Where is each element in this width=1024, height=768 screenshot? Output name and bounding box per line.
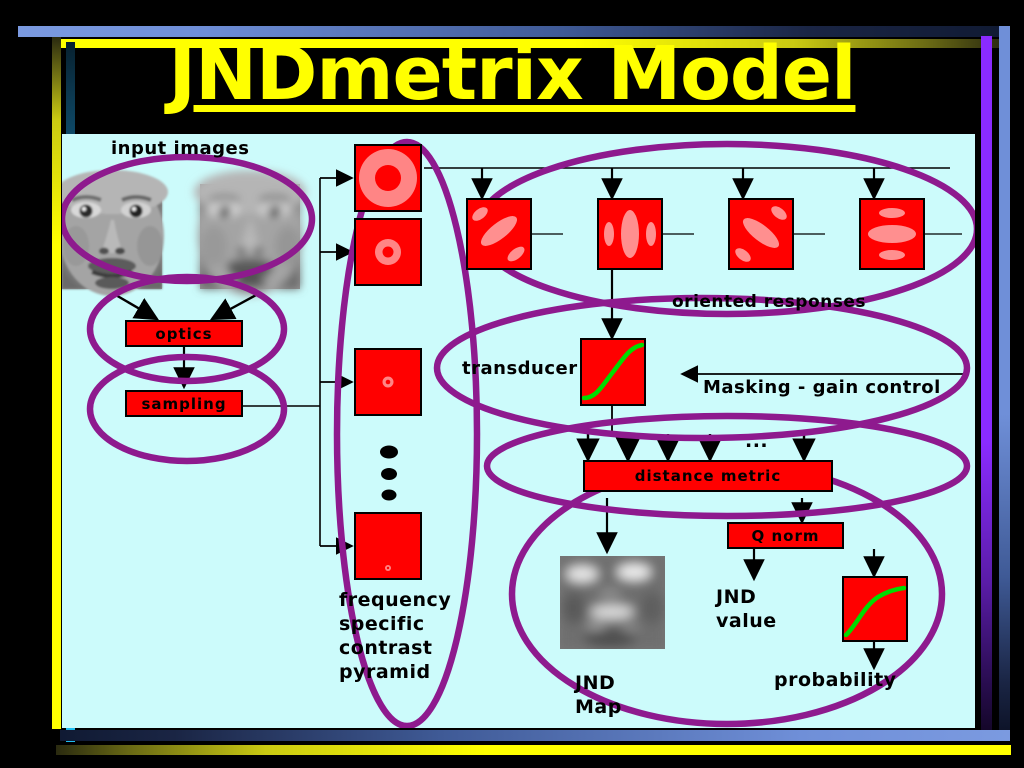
top-yellow-bar: [52, 39, 1002, 48]
oriented-response-1: [466, 198, 532, 270]
sampling-label: sampling: [141, 394, 227, 413]
pyramid-level-1: [354, 144, 422, 212]
oriented-response-3: [728, 198, 794, 270]
pyramid-label-line3: contrast: [339, 637, 433, 659]
ellipse-distance-metric: [483, 412, 971, 520]
distance-metric-label: distance metric: [634, 467, 782, 485]
top-blue-bar: [18, 26, 1006, 37]
jnd-value-label-line2: value: [716, 610, 777, 632]
pyramid-ellipsis-dots: [380, 445, 398, 501]
jnd-map-label-line1: JND: [575, 672, 616, 694]
optics-label: optics: [155, 324, 213, 343]
grouping-ellipses: [62, 138, 975, 728]
masking-gain-control-label: Masking - gain control: [703, 377, 941, 398]
pyramid-label-line4: pyramid: [339, 661, 431, 683]
ellipse-input-images: [62, 153, 316, 285]
probability-curve-box: [842, 576, 908, 642]
pyramid-level-3: [354, 348, 422, 416]
transducer-label: transducer: [462, 358, 578, 379]
diagram-panel: optics sampling distance metric Q norm i…: [62, 134, 975, 728]
ellipse-pyramid: [333, 138, 481, 728]
bottom-blue-bar: [60, 730, 1010, 741]
distance-metric-ellipsis: ...: [745, 430, 769, 452]
bottom-yellow-bar: [56, 745, 1011, 755]
left-yellow-bar: [52, 37, 61, 729]
probability-label: probability: [774, 669, 897, 691]
jnd-value-label-line1: JND: [716, 586, 757, 608]
pyramid-label-line2: specific: [339, 613, 425, 635]
pyramid-label-line1: frequency: [339, 589, 452, 611]
distance-metric-box[interactable]: distance metric: [583, 460, 833, 492]
ellipse-transducer: [433, 294, 971, 442]
oriented-response-4: [859, 198, 925, 270]
q-norm-label: Q norm: [751, 526, 820, 545]
pyramid-level-4: [354, 512, 422, 580]
transducer-curve-box: [580, 338, 646, 406]
jnd-map-label-line2: Map: [575, 696, 622, 718]
q-norm-box[interactable]: Q norm: [727, 522, 844, 549]
diagram-canvas: [62, 138, 975, 728]
oriented-responses-label: oriented responses: [672, 292, 867, 312]
ellipse-optics: [86, 273, 288, 385]
jnd-map-image: [560, 556, 665, 649]
right-violet-bar: [981, 36, 992, 736]
page-title: JNDmetrix Model: [168, 31, 857, 117]
oriented-response-2: [597, 198, 663, 270]
pyramid-level-2: [354, 218, 422, 286]
right-blue-bar: [999, 26, 1010, 732]
input-images-label: input images: [111, 138, 250, 159]
optics-box[interactable]: optics: [125, 320, 243, 347]
sampling-box[interactable]: sampling: [125, 390, 243, 417]
ellipse-sampling: [86, 353, 288, 465]
